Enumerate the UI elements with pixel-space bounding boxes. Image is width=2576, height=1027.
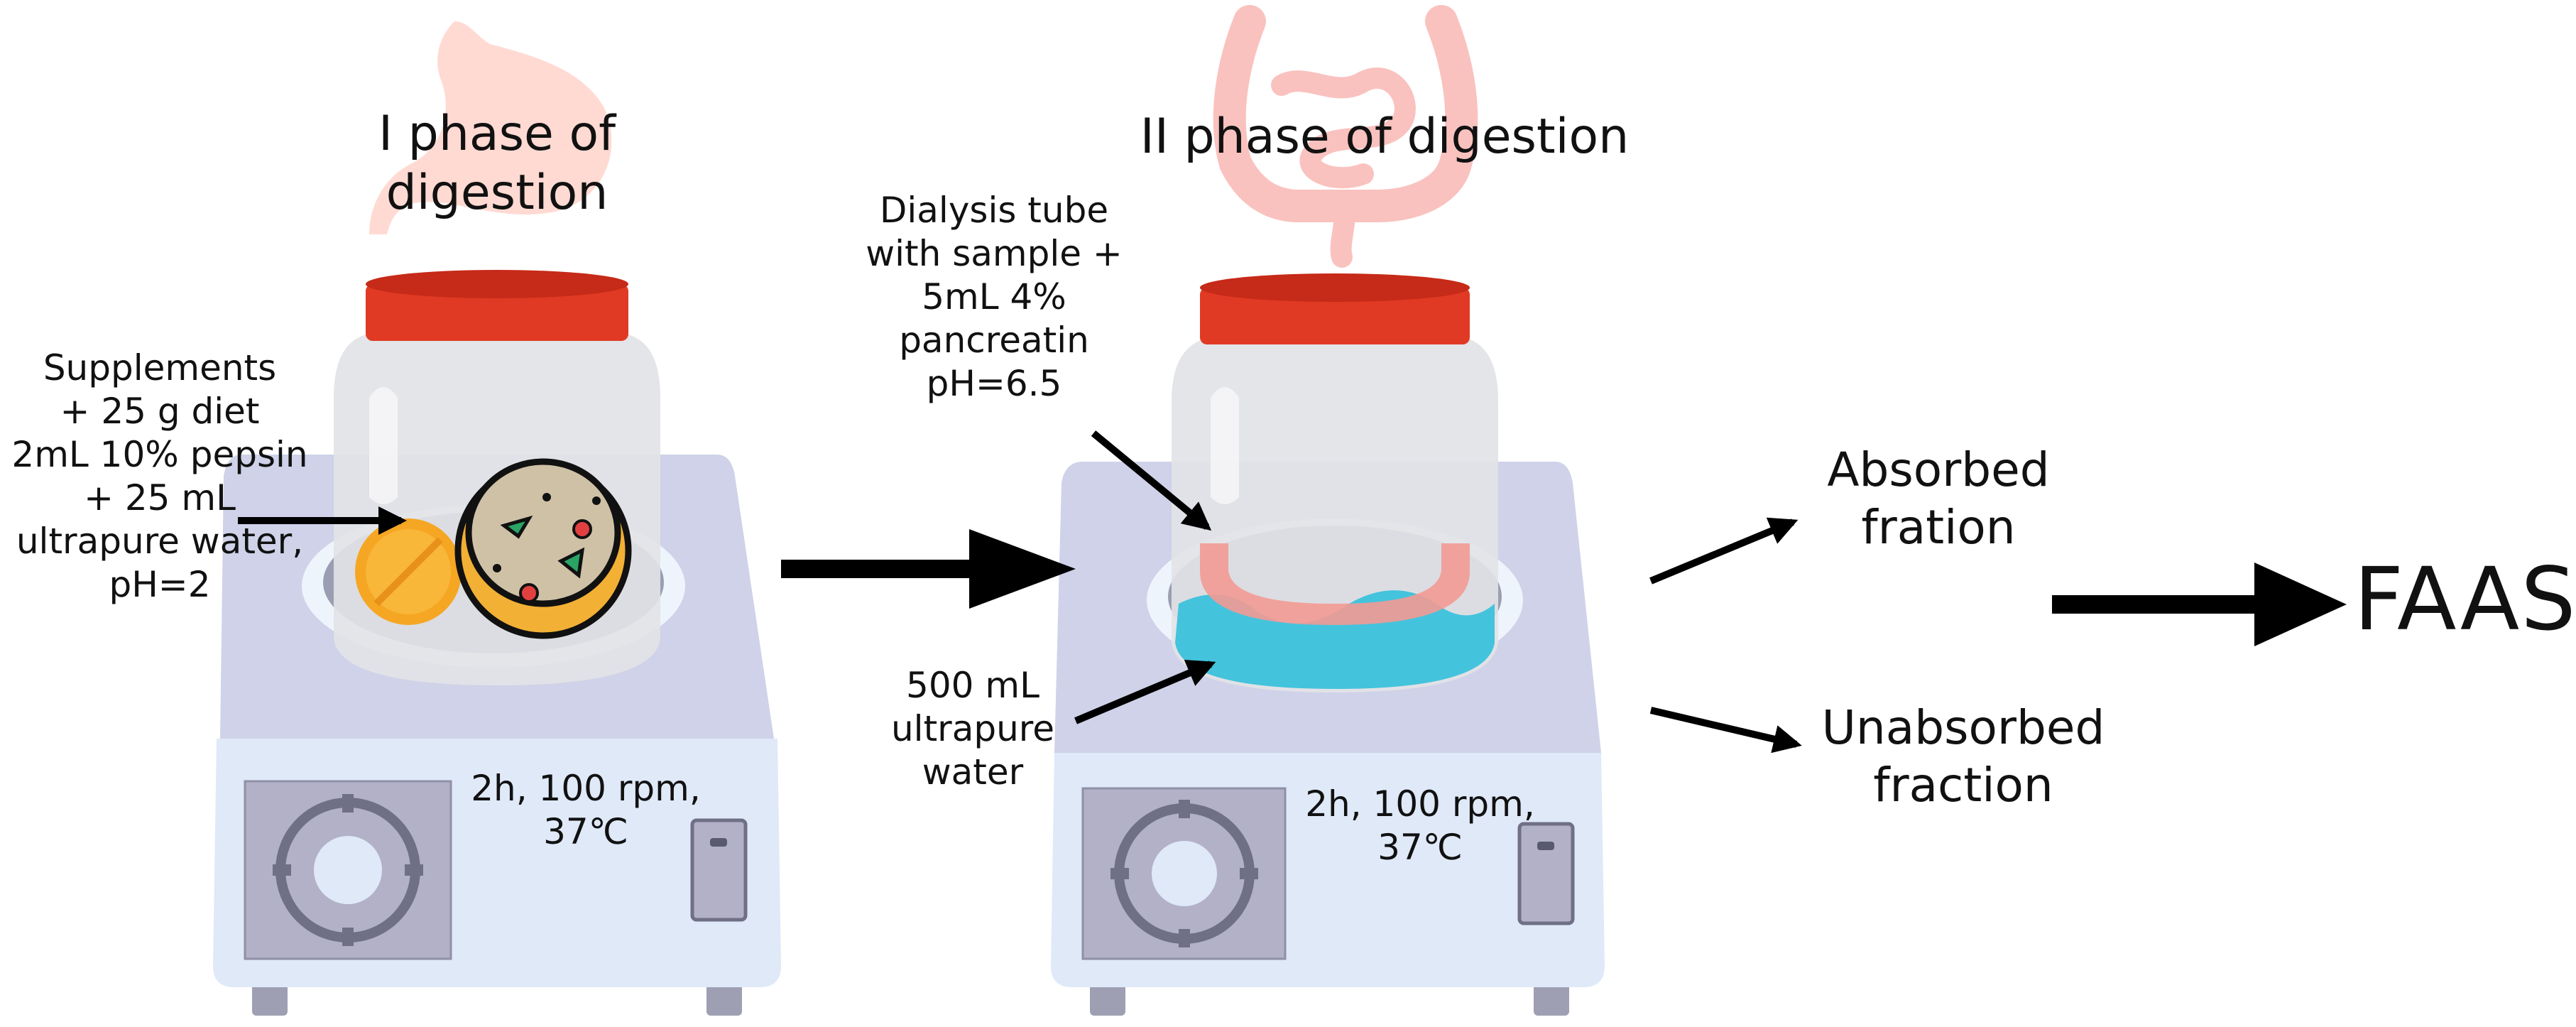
switch-icon	[1517, 822, 1575, 925]
water-label: 500 mL ultrapure water	[890, 665, 1055, 793]
unabsorbed-fraction-label: Unabsorbed fraction	[1821, 700, 2105, 813]
phase2-conditions-label: 2h, 100 rpm, 37℃	[1305, 783, 1535, 868]
stirrer-1-foot-right	[706, 984, 742, 1016]
jar-2-lid	[1200, 288, 1470, 344]
jar-1-highlight	[369, 387, 398, 504]
arrow-to-unabsorbed	[1649, 707, 1802, 754]
arrow-to-water	[1074, 659, 1216, 724]
stomach-shape	[369, 21, 612, 234]
arrow-to-absorbed	[1649, 517, 1799, 585]
jar-1-lid-top	[366, 270, 628, 298]
rectum-shape	[1330, 195, 1356, 268]
switch-icon	[690, 818, 748, 922]
dialysis-tube-label: Dialysis tube with sample + 5mL 4% pancr…	[866, 190, 1123, 404]
jar-2-highlight	[1211, 387, 1239, 504]
stirrer-2-foot-left	[1090, 984, 1125, 1016]
food-bowl-icon	[454, 458, 632, 639]
phase2-title: II phase of digestion	[1140, 109, 1630, 165]
jar-1-lid	[366, 284, 628, 341]
phase1-title: I phase of digestion	[378, 106, 616, 221]
jar-icon	[1172, 273, 1498, 692]
small-intestine-shape	[1271, 67, 1416, 189]
dial-icon	[273, 794, 423, 946]
intestine-icon	[1213, 5, 1478, 268]
stirrer-2-foot-right	[1534, 984, 1569, 1016]
pill-icon	[355, 518, 462, 625]
dialysis-tube-shape	[1200, 543, 1470, 625]
jar-2-lid-top	[1200, 273, 1470, 302]
colon-shape	[1213, 5, 1478, 222]
arrow-to-dialysis-tube	[1091, 430, 1212, 531]
dial-icon	[1110, 800, 1258, 947]
phase1-inputs-label: Supplements + 25 g diet 2mL 10% pepsin +…	[11, 347, 308, 605]
faas-label: FAAS	[2354, 549, 2576, 650]
stomach-icon	[369, 21, 612, 234]
phase1-conditions-label: 2h, 100 rpm, 37℃	[471, 768, 701, 852]
arrow-to-faas	[2052, 563, 2347, 646]
arrow-phase1-to-phase2	[781, 529, 1076, 609]
absorbed-fraction-label: Absorbed fration	[1827, 442, 2050, 555]
stirrer-1-foot-left	[252, 984, 288, 1016]
